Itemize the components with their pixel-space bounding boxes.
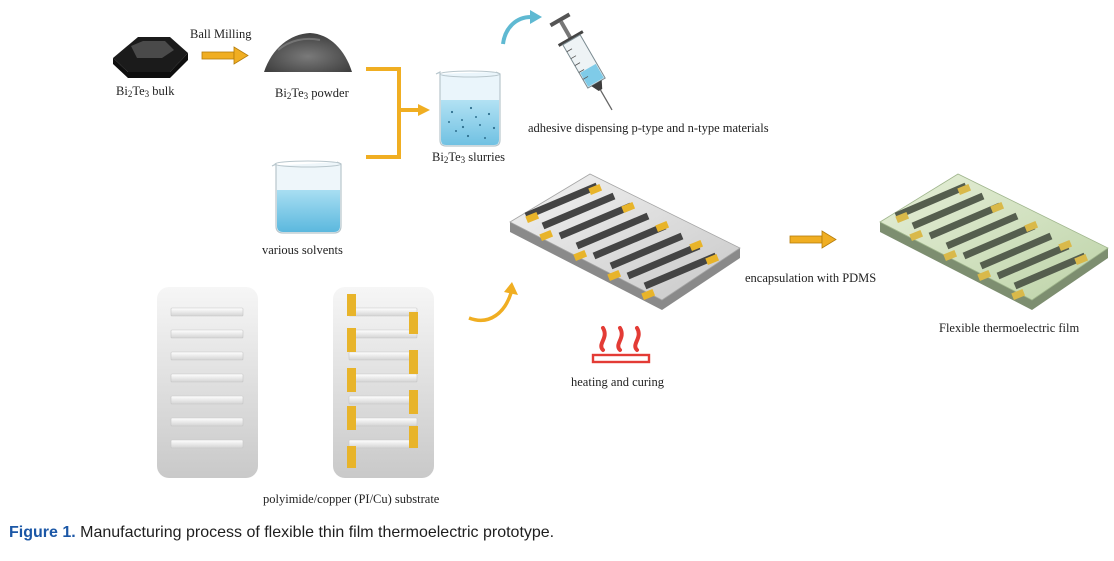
encapsulation-label: encapsulation with PDMS (745, 271, 877, 285)
printed-device-icon (509, 173, 741, 310)
merge-bracket (366, 67, 430, 159)
encapsulation-arrow (789, 230, 837, 249)
film-label: Flexible thermoelectric film (939, 321, 1080, 335)
figure-caption: Figure 1. Manufacturing process of flexi… (9, 524, 554, 542)
caption-text: Manufacturing process of flexible thin f… (75, 524, 555, 541)
solvent-beaker-icon (271, 160, 342, 234)
orange-curved-arrow (468, 282, 518, 322)
heater-icon (591, 326, 651, 364)
plain-substrate-icon (157, 287, 258, 478)
bulk-label: Bi2Te3 bulk (116, 84, 175, 99)
bulk-crystal-icon (113, 37, 188, 78)
slurries-label: Bi2Te3 slurries (432, 150, 506, 165)
heating-label: heating and curing (571, 375, 665, 389)
process-diagram (113, 10, 1109, 478)
copper-substrate-icon (333, 287, 434, 478)
slurry-beaker-icon (435, 70, 501, 147)
teal-curved-arrow (501, 10, 542, 45)
substrate-label: polyimide/copper (PI/Cu) substrate (263, 492, 440, 506)
syringe-icon (549, 12, 613, 111)
dispensing-label: adhesive dispensing p-type and n-type ma… (528, 121, 769, 135)
encapsulated-film-icon (879, 173, 1109, 310)
ball-milling-arrow (201, 46, 249, 65)
ball-milling-label: Ball Milling (190, 27, 252, 41)
powder-pile-icon (264, 33, 352, 72)
figure-number: Figure 1. (9, 524, 76, 541)
solvents-label: various solvents (262, 243, 343, 257)
powder-label: Bi2Te3 powder (275, 86, 349, 101)
